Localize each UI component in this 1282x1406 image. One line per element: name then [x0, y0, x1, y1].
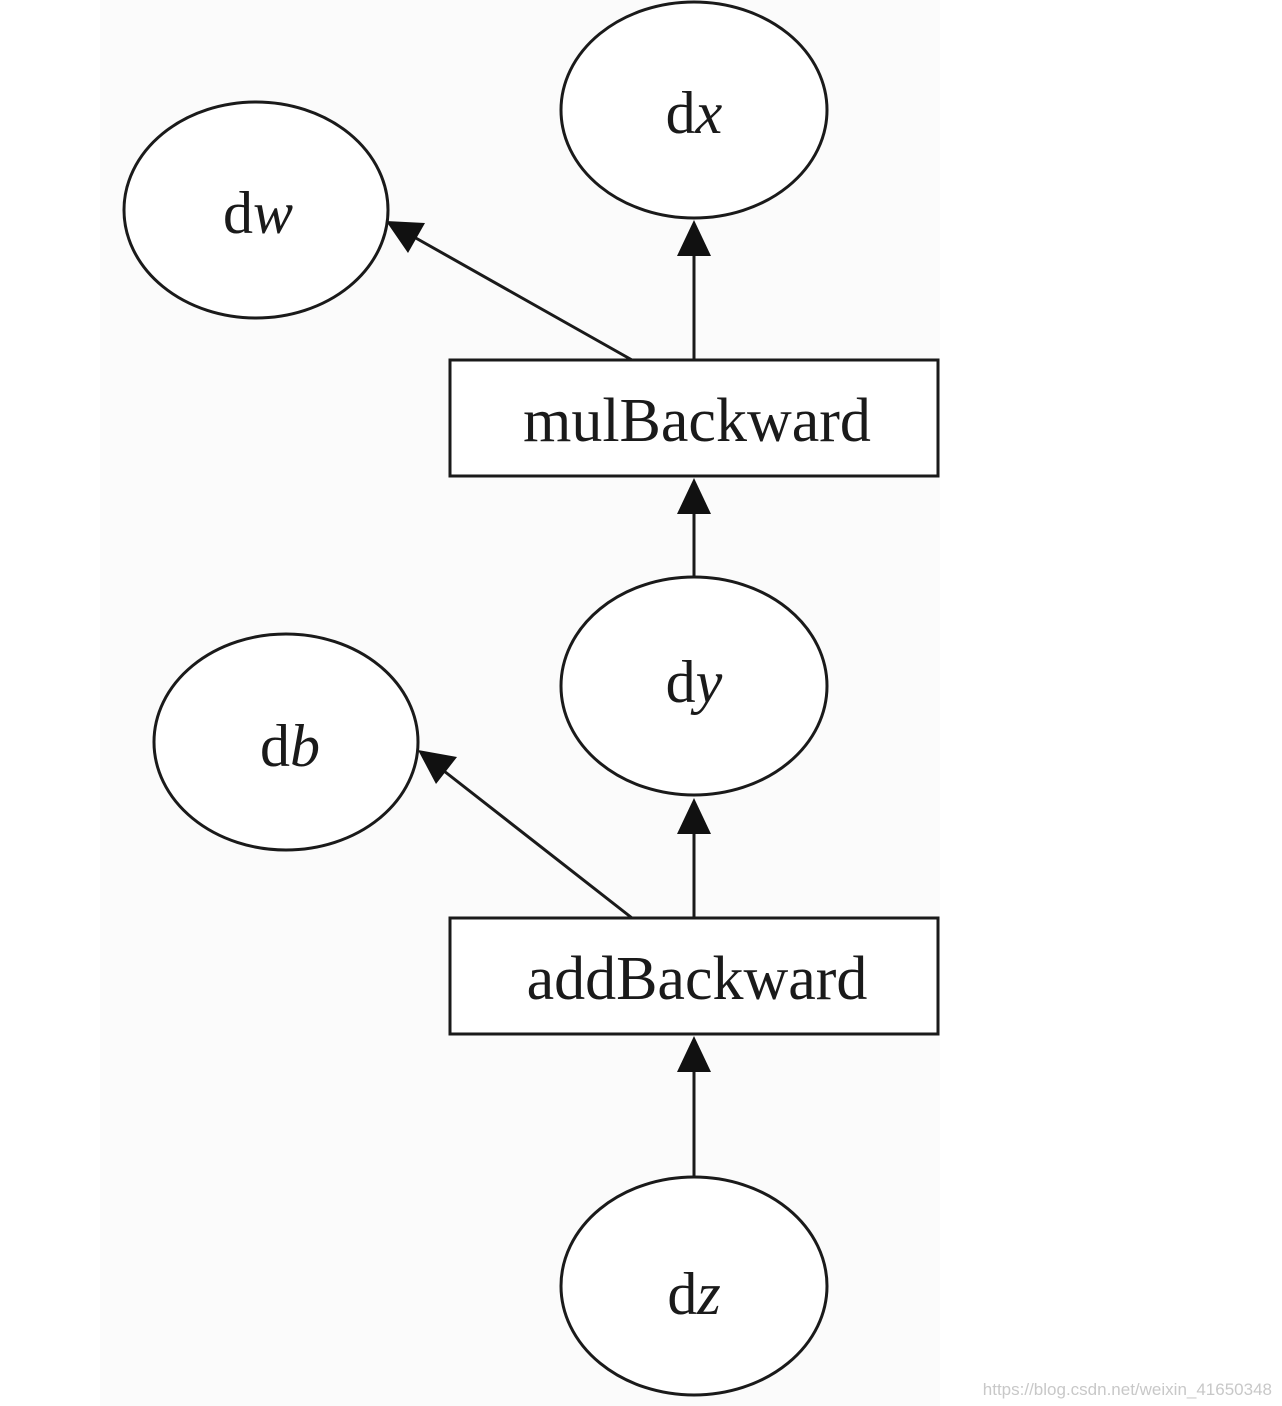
arrow-head-icon: [418, 750, 457, 784]
box-mulbackward: mulBackward: [448, 358, 940, 478]
arrow-head-icon: [677, 220, 711, 256]
node-db: db: [152, 632, 420, 852]
arrow-head-icon: [677, 798, 711, 834]
node-dw: dw: [122, 100, 390, 320]
node-dx-label: dx: [666, 80, 723, 146]
node-dy-label: dy: [666, 649, 723, 715]
arrow-head-icon: [677, 1036, 711, 1072]
box-mulbackward-label: mulBackward: [523, 387, 871, 455]
node-db-label: db: [260, 713, 320, 779]
arrow-head-icon: [386, 221, 425, 253]
edge-addbackward-to-db: [443, 769, 633, 920]
box-addbackward: addBackward: [448, 916, 940, 1036]
node-dz: dz: [559, 1175, 829, 1397]
node-dz-label: dz: [667, 1261, 720, 1327]
edges: [386, 220, 711, 1176]
node-dw-label: dw: [223, 180, 293, 246]
arrow-head-icon: [677, 478, 711, 514]
node-dy: dy: [559, 575, 829, 797]
edge-mulbackward-to-dw: [413, 235, 633, 362]
node-dx: dx: [559, 0, 829, 220]
watermark-text: https://blog.csdn.net/weixin_41650348: [982, 1380, 1272, 1399]
box-addbackward-label: addBackward: [527, 945, 868, 1013]
